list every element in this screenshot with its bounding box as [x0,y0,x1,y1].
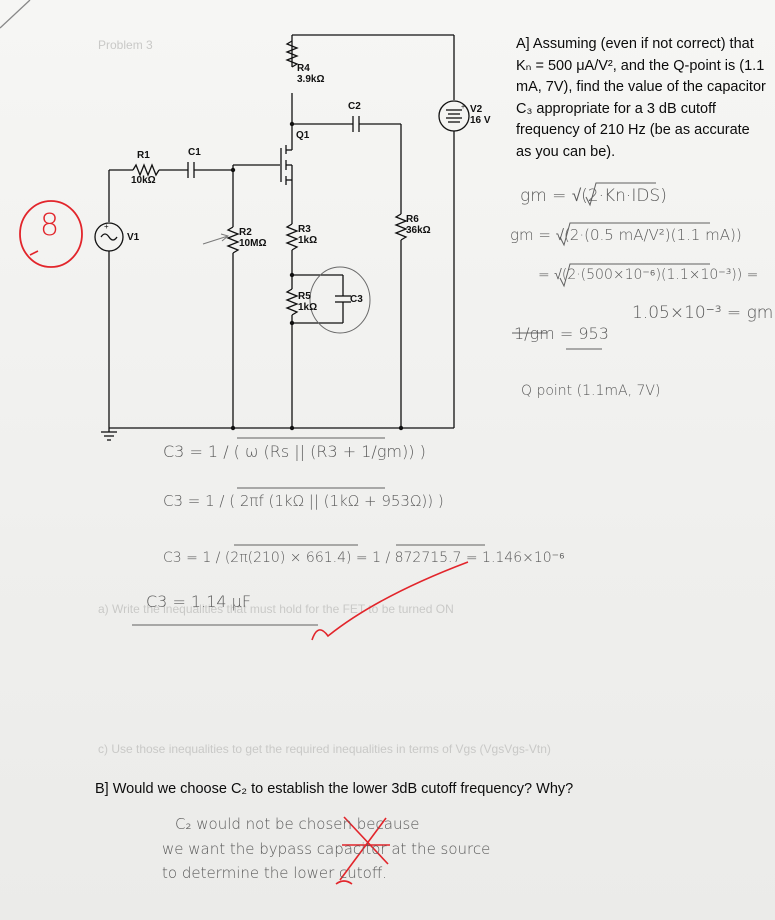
r2-label: R2 [239,227,252,238]
ghost-header: Problem 3 [98,38,153,52]
v2-label: V2 [470,104,483,115]
question-a-text: A] Assuming (even if not correct) that K… [516,36,766,160]
sqrt-sign [585,182,656,207]
c2-label: C2 [348,101,361,112]
gm-substitution-2: = √(2·(500×10⁻⁶)(1.1×10⁻³)) = [538,267,759,283]
answer-b-line-1: C₂ would not be chosen because [175,815,420,833]
r5-value: 1kΩ [298,302,318,313]
c3-calculation: C3 = 1 / (2π(210) × 661.4) = 1 / 872715.… [163,550,565,566]
r5-resistor [285,288,299,316]
r1-value: 10kΩ [131,175,156,186]
c1-label: C1 [188,147,201,158]
r6-label: R6 [406,214,419,225]
c3-label: C3 [350,294,363,305]
r4-label: R4 [297,63,310,74]
ghost-line-c: c) Use those inequalities to get the req… [98,742,551,756]
q-point-note: Q point (1.1mA, 7V) [521,383,661,399]
answer-b-line-3: to determine the lower cutoff. [162,864,387,882]
r4-value: 3.9kΩ [297,74,325,85]
gm-substitution-1: gm = √(2·(0.5 mA/V²)(1.1 mA)) [510,226,742,244]
v1-label: V1 [127,232,140,243]
r1-label: R1 [137,150,150,161]
answer-b-line-2: we want the bypass capacitor at the sour… [162,840,491,858]
gm-result: 1.05×10⁻³ = gm [632,303,774,323]
check-mark-icon [311,561,469,641]
x-mark-icon [343,816,389,865]
sqrt-sign [559,222,710,247]
c3-final-answer: C3 = 1.14 μF [146,592,252,611]
r5-label: R5 [298,291,311,302]
r3-resistor [285,223,299,251]
c3-highlight-circle [309,266,371,334]
inverse-gm: 1/gm = 953 [514,324,609,343]
svg-text:+: + [461,104,465,111]
c3-substitution: C3 = 1 / ( 2πf (1kΩ || (1kΩ + 953Ω)) ) [163,492,444,510]
r3-value: 1kΩ [298,235,318,246]
r2-value: 10MΩ [239,238,267,249]
r1-resistor [132,163,160,177]
r2-resistor [226,226,240,254]
staple-mark [0,0,31,29]
grade-circle [19,200,83,268]
q1-label: Q1 [296,130,310,141]
grade-score: 8 [40,208,60,243]
r6-resistor [394,213,408,241]
r2-arrow-icon [202,233,230,245]
svg-text:+: + [104,222,109,231]
r3-label: R3 [298,224,311,235]
sqrt-sign [559,263,710,288]
v2-value: 16 V [470,115,491,126]
gm-formula: gm = √(2·Kn·IDS) [520,186,667,206]
c3-formula: C3 = 1 / ( ω (Rs || (R3 + 1/gm)) ) [163,442,426,461]
question-b-text: B] Would we choose C₂ to establish the l… [95,781,574,797]
r6-value: 36kΩ [406,225,431,236]
ghost-line-a: a) Write the inequalities that must hold… [98,602,454,616]
x-mark-icon [339,817,387,881]
ac-sine-icon [100,233,118,241]
